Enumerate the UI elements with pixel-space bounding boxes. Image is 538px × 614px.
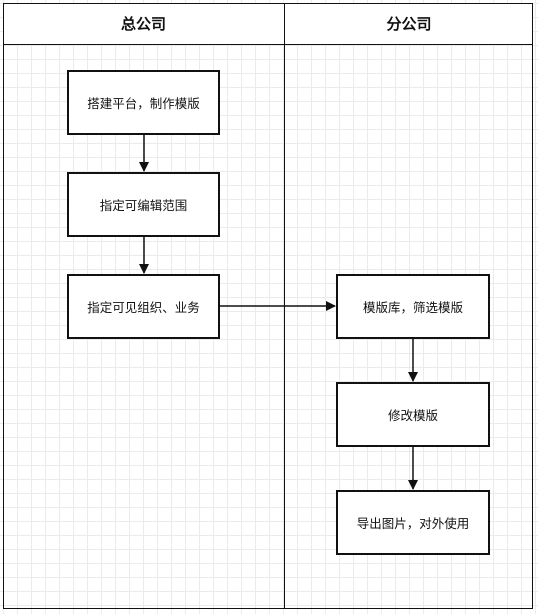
- node-build-platform-label: 搭建平台，制作模版: [87, 96, 200, 111]
- node-modify-template: 修改模版: [336, 382, 490, 447]
- swimlane-frame: [3, 3, 533, 609]
- node-template-library: 模版库，筛选模版: [336, 274, 490, 339]
- lane-title-branch: 分公司: [386, 15, 432, 33]
- lane-title-headquarters: 总公司: [120, 15, 166, 33]
- node-editable-scope: 指定可编辑范围: [67, 172, 220, 237]
- node-visible-org: 指定可见组织、业务: [67, 274, 220, 339]
- node-template-library-label: 模版库，筛选模版: [362, 300, 463, 315]
- node-export-image: 导出图片，对外使用: [336, 490, 490, 555]
- node-build-platform: 搭建平台，制作模版: [67, 70, 220, 135]
- node-modify-template-label: 修改模版: [387, 408, 438, 423]
- node-editable-scope-label: 指定可编辑范围: [99, 198, 188, 213]
- lane-header-row: [3, 3, 533, 45]
- node-visible-org-label: 指定可见组织、业务: [87, 300, 200, 315]
- node-export-image-label: 导出图片，对外使用: [356, 516, 470, 531]
